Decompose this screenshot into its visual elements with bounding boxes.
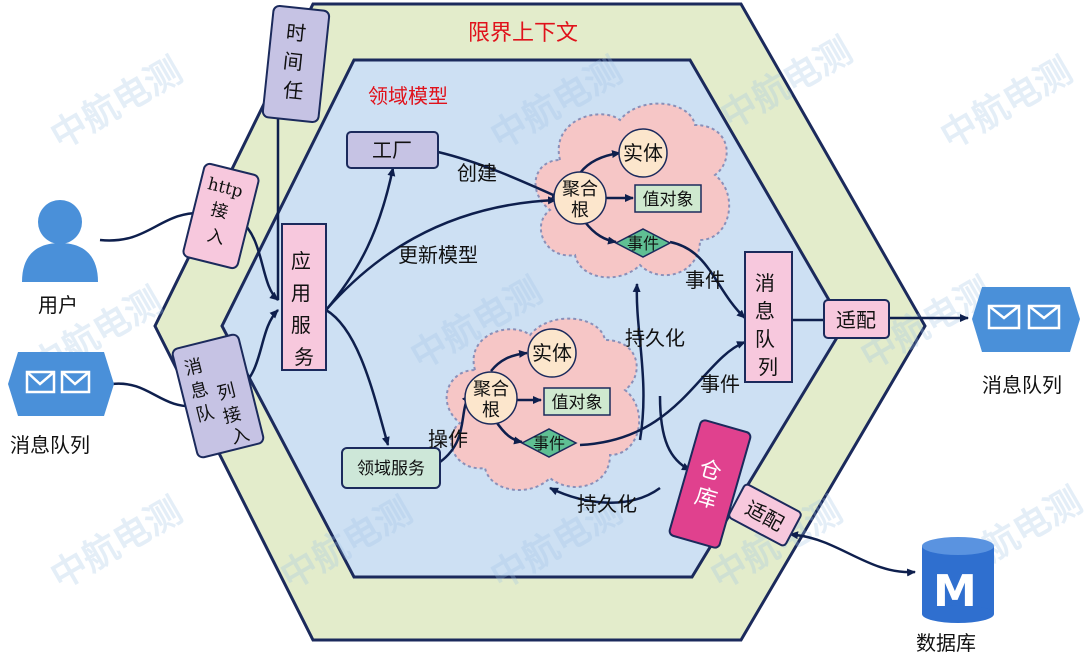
connectors <box>99 80 969 577</box>
application-service[interactable]: 应 用 服 务 <box>281 223 327 371</box>
aggregate-root-2-line2: 根 <box>482 400 500 421</box>
event-label-1: 事件 <box>685 268 725 292</box>
domain-service-label: 领域服务 <box>357 459 425 479</box>
event-label-2: 事件 <box>700 372 740 396</box>
app-service-char: 服 <box>291 313 311 337</box>
database-logo: M <box>933 566 977 617</box>
watermark: 中航电测 <box>44 49 190 157</box>
mq-adapter-char: 息 <box>188 378 211 403</box>
app-service-char: 务 <box>294 345 314 369</box>
aggregate-1: 聚合 根 实体 值对象 事件 <box>553 128 702 258</box>
event-1 <box>614 228 672 258</box>
domain-model-title: 领域模型 <box>368 84 448 108</box>
http-adapter-char: 入 <box>205 226 226 250</box>
create-label: 创建 <box>457 161 497 185</box>
database-label: 数据库 <box>916 631 976 655</box>
factory[interactable]: 工厂 <box>346 131 439 169</box>
entity-1-label: 实体 <box>623 141 663 165</box>
message-queue-box[interactable]: 消 息 队 列 <box>744 251 793 383</box>
user-icon <box>22 200 98 282</box>
entity-2 <box>527 328 577 378</box>
domain-service[interactable]: 领域服务 <box>341 447 441 489</box>
event-1-label: 事件 <box>627 234 659 253</box>
aggregate-2: 聚合 根 实体 值对象 事件 <box>464 328 611 458</box>
svg-text:消 息 队 列: 消 息 队 列 <box>755 271 781 379</box>
adapter-mq-out[interactable]: 适配 <box>823 299 890 339</box>
value-object-2 <box>543 387 611 416</box>
value-object-2-label: 值对象 <box>552 393 603 413</box>
event-2-label: 事件 <box>533 434 565 453</box>
watermark: 中航电测 <box>44 489 190 597</box>
watermark: 中航电测 <box>934 49 1080 157</box>
timer-adapter-char: 间 <box>282 49 304 75</box>
mq-box-char: 消 <box>755 271 775 295</box>
entity-1 <box>618 128 668 178</box>
repository[interactable]: 仓 库 <box>668 419 752 549</box>
aggregate-root-1-line2: 根 <box>571 200 589 221</box>
mq-adapter[interactable]: 消 息 队 列 接 入 <box>171 333 265 459</box>
persist-label-2: 持久化 <box>577 492 637 516</box>
mq-adapter-char: 队 <box>194 402 217 427</box>
value-object-1-label: 值对象 <box>643 190 694 210</box>
factory-label: 工厂 <box>372 138 412 162</box>
mq-box-char: 队 <box>755 327 775 351</box>
user-label: 用户 <box>38 293 78 317</box>
message-queue-in-icon <box>8 352 114 416</box>
event-2 <box>520 428 578 458</box>
mq-adapter-char: 入 <box>229 424 252 449</box>
database-icon: M <box>922 537 994 623</box>
aggregate-root-2 <box>464 371 518 425</box>
app-service-char: 用 <box>291 281 311 305</box>
svg-text:时 间 任: 时 间 任 <box>279 20 314 104</box>
update-model-label: 更新模型 <box>398 243 478 267</box>
entity-2-label: 实体 <box>532 341 572 365</box>
timer-task-adapter[interactable]: 时 间 任 <box>261 4 331 124</box>
svg-text:应 用 服 务: 应 用 服 务 <box>291 249 317 369</box>
mq-adapter-char: 接 <box>221 403 244 428</box>
adapter-mq-out-label: 适配 <box>836 308 876 332</box>
mq-box-char: 列 <box>758 355 778 379</box>
aggregate-root-2-line1: 聚合 <box>473 379 509 400</box>
message-queue-out-icon <box>972 287 1080 352</box>
aggregate-cloud-1 <box>534 102 731 279</box>
svg-text:消 息 队 列: 消 息 队 列 接 入 <box>182 348 254 456</box>
app-service-char: 应 <box>291 249 311 273</box>
mq-adapter-char: 列 <box>215 380 238 405</box>
value-object-1 <box>634 184 702 213</box>
timer-adapter-char: 时 <box>285 20 307 46</box>
persist-label-1: 持久化 <box>625 326 685 350</box>
aggregate-root-1-line1: 聚合 <box>562 179 598 200</box>
message-queue-out-label: 消息队列 <box>982 373 1062 397</box>
aggregate-root-1 <box>553 171 607 225</box>
operate-label: 操作 <box>428 427 468 451</box>
message-queue-in-label: 消息队列 <box>10 433 90 457</box>
bounded-context-title: 限界上下文 <box>468 21 578 46</box>
timer-adapter-char: 任 <box>282 78 304 104</box>
mq-adapter-char: 消 <box>182 355 205 380</box>
http-adapter-char: 接 <box>209 200 230 224</box>
svg-text:http 接 入: http 接 入 <box>193 174 250 252</box>
aggregate-cloud-2 <box>445 317 641 492</box>
http-adapter[interactable]: http 接 入 <box>182 162 260 270</box>
mq-box-char: 息 <box>755 299 775 323</box>
